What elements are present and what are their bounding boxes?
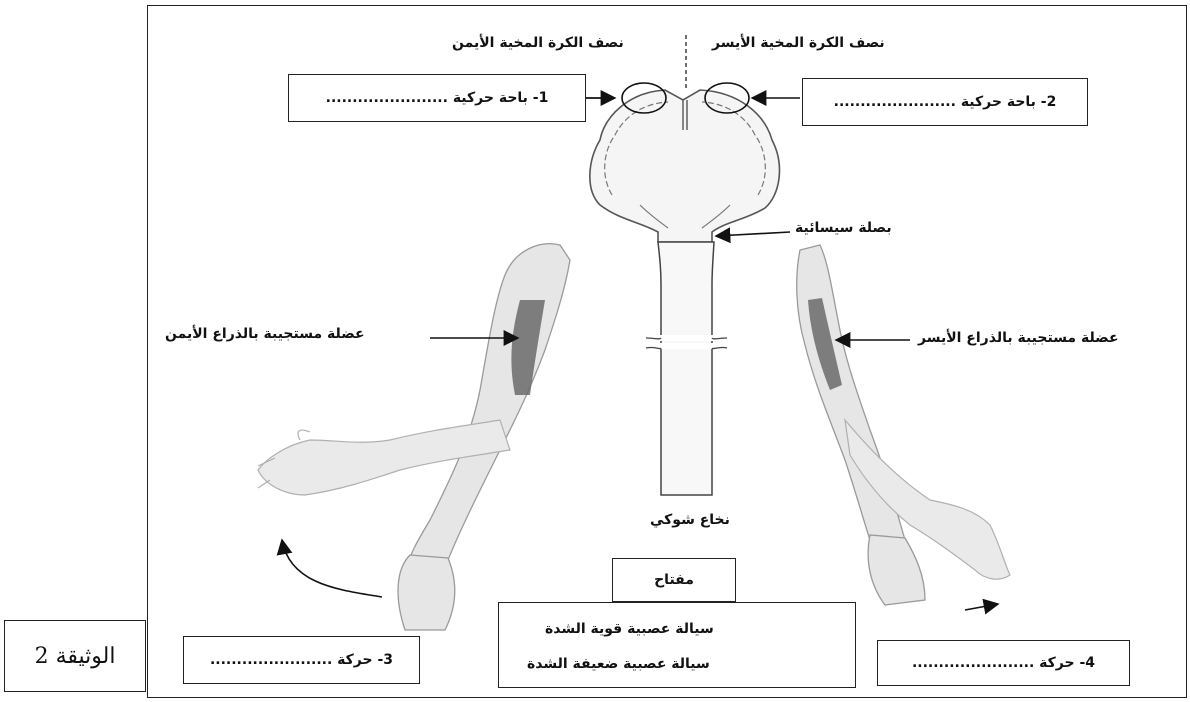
movement-4-label: 4- حركة ....................... [912,655,1095,671]
key-title: مفتاح [654,572,694,588]
motor-area-1-box: 1- باحة حركية ....................... [288,74,586,122]
movement-3-box: 3- حركة ....................... [183,636,420,684]
key-legend-box [498,602,856,688]
right-hemisphere-label: نصف الكرة المخية الأيمن [452,35,624,51]
right-arm-drawing [258,244,570,630]
key-title-box: مفتاح [612,558,736,602]
medulla-label: بصلة سيسائية [795,220,892,236]
movement-arrow-right-arm [282,540,382,597]
brain-section [590,35,780,242]
motor-area-2-box: 2- باحة حركية ....................... [802,78,1088,126]
movement-3-label: 3- حركة ....................... [210,652,393,668]
key-weak-label: سيالة عصبية ضعيفة الشدة [527,656,710,672]
left-hemisphere-label: نصف الكرة المخية الأيسر [712,35,885,51]
arrow-to-medulla [716,232,790,236]
left-muscle-label: عضلة مستجيبة بالذراع الأيسر [918,330,1119,346]
motor-area-2-label: 2- باحة حركية ....................... [834,94,1057,110]
motor-area-1-label: 1- باحة حركية ....................... [326,90,549,106]
spinal-cord-label: نخاع شوكي [650,512,730,528]
spinal-cord-drawing [646,242,727,495]
right-muscle-label: عضلة مستجيبة بالذراع الأيمن [165,326,365,342]
movement-4-box: 4- حركة ....................... [877,640,1130,686]
key-strong-label: سيالة عصبية قوية الشدة [545,621,714,637]
movement-arrow-left-arm [965,604,998,610]
left-arm-drawing [797,245,1010,605]
